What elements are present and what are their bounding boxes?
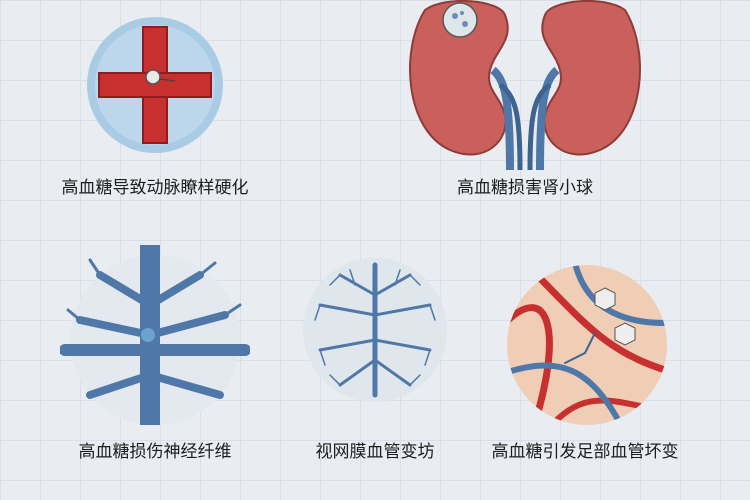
artery-cross-illustration [87,17,223,153]
caption-atherosclerosis: 高血糖导致动脉瞭样硬化 [61,178,249,198]
retina-vessel-illustration [303,258,447,402]
caption-nerve: 高血糖损伤神经纤维 [78,442,232,462]
kidney-illustration [409,0,641,170]
nerve-fiber-illustration [60,245,250,425]
foot-vessel-illustration [507,265,667,425]
caption-kidney: 高血糖损害肾小球 [457,178,593,198]
caption-foot: 高血糖引发足部血管坏变 [491,442,679,462]
caption-retina: 视网膜血管变坊 [315,442,435,462]
